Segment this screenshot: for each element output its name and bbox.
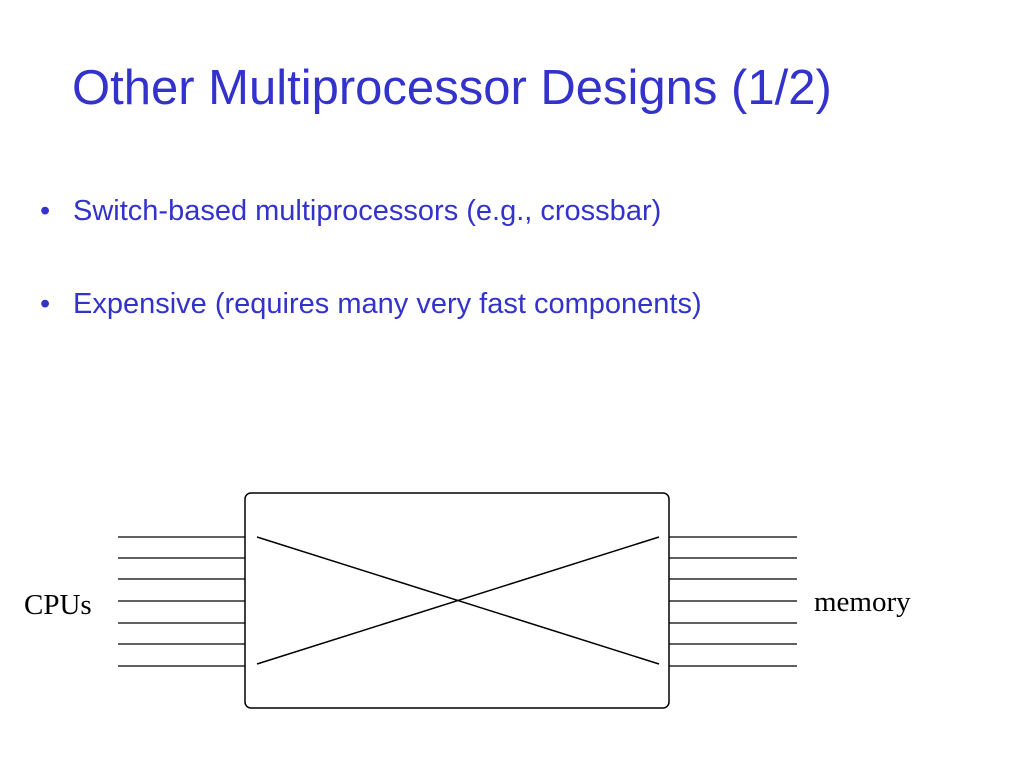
bullet-item: • Switch-based multiprocessors (e.g., cr… xyxy=(40,194,702,229)
bullet-text: Expensive (requires many very fast compo… xyxy=(73,287,702,320)
bullet-list: • Switch-based multiprocessors (e.g., cr… xyxy=(40,194,702,380)
slide-title: Other Multiprocessor Designs (1/2) xyxy=(72,61,832,115)
crossbar-diagram: CPUs memory xyxy=(24,492,911,709)
bullet-icon: • xyxy=(40,287,51,320)
bullet-text: Switch-based multiprocessors (e.g., cros… xyxy=(73,195,662,227)
memory-output-lines xyxy=(669,536,797,667)
bullet-icon: • xyxy=(40,195,51,227)
cpus-label: CPUs xyxy=(24,589,92,621)
memory-label: memory xyxy=(814,586,911,618)
bullet-item: • Expensive (requires many very fast com… xyxy=(40,287,702,322)
crossbar-diagonal-up xyxy=(256,536,660,665)
cpu-input-lines xyxy=(118,536,245,667)
crossbar-switch-box xyxy=(244,492,670,709)
